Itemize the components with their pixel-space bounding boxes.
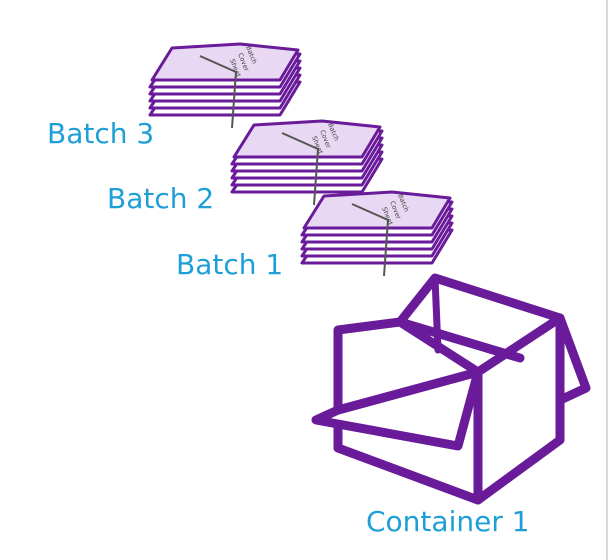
- batch-label: Batch 1: [176, 248, 284, 281]
- batch-label: Batch 2: [107, 182, 215, 215]
- paper-stack: [148, 42, 302, 129]
- batch-stack-2: Batch Cover Sheet: [230, 119, 384, 206]
- container-label: Container 1: [366, 505, 530, 538]
- right-edge-divider: [606, 0, 608, 560]
- paper-stack: [230, 119, 384, 206]
- batch-stack-3: Batch Cover Sheet: [148, 42, 302, 129]
- container-box-icon: [311, 273, 591, 505]
- batch-label: Batch 3: [47, 117, 155, 150]
- batch-stack-1: Batch Cover Sheet: [300, 190, 454, 277]
- paper-stack: [300, 190, 454, 277]
